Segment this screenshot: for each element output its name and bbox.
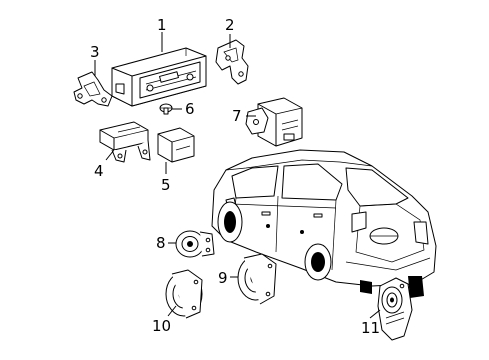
- right-bracket: [215, 39, 249, 85]
- callout-11-leader: [369, 309, 381, 319]
- callout-4: 4: [94, 162, 104, 180]
- callout-4-leader: [105, 149, 115, 161]
- callout-9: 9: [218, 269, 228, 287]
- callout-6: 6: [185, 100, 195, 118]
- callout-10: 10: [152, 317, 171, 335]
- callout-5: 5: [161, 176, 171, 194]
- cover-bracket: [157, 127, 195, 163]
- control-module: [99, 121, 151, 163]
- callout-2: 2: [225, 16, 235, 34]
- callout-1: 1: [157, 16, 167, 34]
- callout-11: 11: [361, 319, 380, 337]
- vehicle-illustration: [211, 149, 437, 298]
- fastener-clip: [159, 103, 173, 115]
- callout-3: 3: [90, 43, 100, 61]
- callout-8: 8: [156, 234, 166, 252]
- speaker-8: [175, 230, 215, 258]
- radio-head-unit: [111, 47, 207, 107]
- callout-7: 7: [232, 107, 242, 125]
- speaker-11-enclosure: [377, 277, 413, 341]
- speaker-9: [237, 253, 277, 305]
- left-bracket: [73, 71, 113, 107]
- callout-10-leader: [167, 305, 177, 317]
- speaker-10: [165, 269, 203, 319]
- amplifier: [245, 97, 303, 147]
